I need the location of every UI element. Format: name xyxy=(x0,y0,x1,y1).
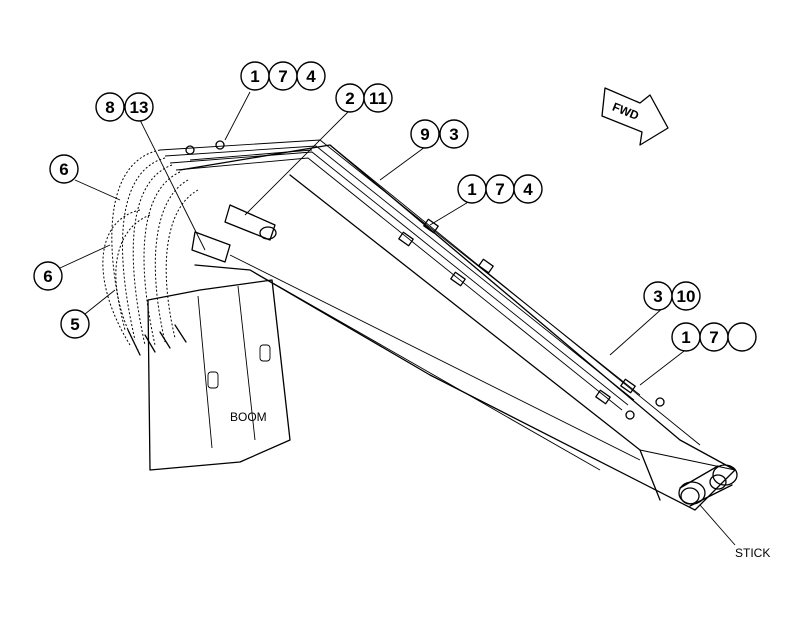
stick-label: STICK xyxy=(735,546,770,560)
callout-e: 1 7 4 xyxy=(457,174,543,204)
svg-text:7: 7 xyxy=(709,328,718,347)
svg-text:8: 8 xyxy=(105,98,114,117)
hydraulic-lines xyxy=(159,139,665,420)
svg-text:10: 10 xyxy=(677,287,696,306)
forward-arrow-icon: FWD xyxy=(601,87,669,146)
svg-text:3: 3 xyxy=(449,125,458,144)
svg-text:6: 6 xyxy=(59,160,68,179)
svg-text:6: 6 xyxy=(43,267,52,286)
callout-d: 9 3 xyxy=(410,119,469,149)
svg-text:7: 7 xyxy=(495,180,504,199)
svg-text:7: 7 xyxy=(278,67,287,86)
fwd-label: FWD xyxy=(610,100,641,123)
svg-text:9: 9 xyxy=(420,125,429,144)
boom-label: BOOM xyxy=(230,410,267,424)
callout-f: 6 xyxy=(49,154,79,184)
svg-text:3: 3 xyxy=(653,287,662,306)
callout-j: 1 7 xyxy=(671,322,757,352)
callout-i: 3 10 xyxy=(643,281,701,311)
callout-c: 2 11 xyxy=(335,83,393,113)
boom-body xyxy=(147,144,738,511)
leader-lines xyxy=(59,91,736,546)
svg-text:11: 11 xyxy=(369,89,387,108)
callout-a: 1 7 4 xyxy=(240,61,326,91)
coiled-hoses xyxy=(102,149,199,356)
svg-text:4: 4 xyxy=(306,67,316,86)
svg-text:5: 5 xyxy=(70,315,79,334)
svg-text:1: 1 xyxy=(250,67,259,86)
svg-text:1: 1 xyxy=(467,180,476,199)
callout-g: 6 xyxy=(33,261,63,291)
svg-text:2: 2 xyxy=(345,89,354,108)
svg-text:4: 4 xyxy=(523,180,533,199)
callout-b: 8 13 xyxy=(95,92,154,122)
svg-text:1: 1 xyxy=(681,328,690,347)
callout-h: 5 xyxy=(60,309,90,339)
svg-text:13: 13 xyxy=(130,98,149,117)
